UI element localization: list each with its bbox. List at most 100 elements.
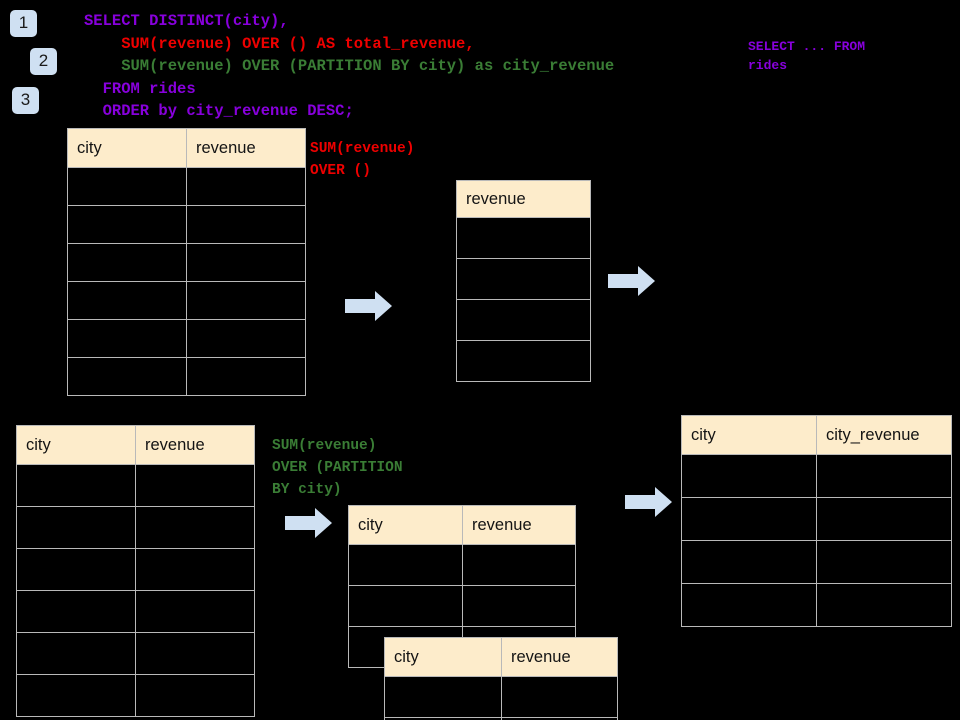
table-cell [67, 281, 187, 320]
table-cell [186, 357, 306, 396]
table-cell [501, 717, 618, 720]
result-table: city city_revenue [681, 415, 952, 627]
table-row [456, 217, 591, 259]
table-row [681, 497, 952, 541]
table-cell [16, 548, 136, 591]
column-header-revenue: revenue [456, 180, 591, 218]
table-cell [456, 217, 591, 259]
table-cell [681, 540, 817, 584]
column-header-revenue: revenue [135, 425, 255, 465]
table-header-row: city revenue [384, 637, 618, 677]
table-cell [135, 464, 255, 507]
table-row [681, 540, 952, 584]
column-header-revenue: revenue [462, 505, 576, 545]
table-cell [67, 319, 187, 358]
city-revenue-annotation-line-2: OVER (PARTITION [272, 460, 403, 476]
table-cell [67, 205, 187, 244]
table-cell [501, 676, 618, 718]
table-cell [816, 583, 952, 627]
table-cell [67, 357, 187, 396]
table-cell [456, 340, 591, 382]
sql-line-select-distinct: SELECT DISTINCT(city), [84, 12, 289, 30]
table-cell [186, 205, 306, 244]
table-cell [16, 590, 136, 633]
table-cell [681, 583, 817, 627]
table-row [456, 340, 591, 382]
table-row [67, 319, 306, 358]
table-cell [135, 548, 255, 591]
table-cell [135, 590, 255, 633]
table-row [16, 506, 255, 549]
partition-group-table-front: city revenue [384, 637, 618, 720]
table-cell [681, 454, 817, 498]
city-revenue-annotation-line-1: SUM(revenue) [272, 438, 377, 454]
rides-source-table-bottom: city revenue [16, 425, 255, 717]
table-row [16, 464, 255, 507]
table-cell [816, 540, 952, 584]
table-cell [186, 243, 306, 282]
table-cell [67, 167, 187, 206]
table-row [456, 258, 591, 300]
table-cell [16, 464, 136, 507]
table-row [67, 205, 306, 244]
table-row [348, 544, 576, 586]
arrow-rides-to-total-revenue [345, 290, 393, 322]
sql-line-city-revenue: SUM(revenue) OVER (PARTITION BY city) as… [84, 57, 615, 75]
column-header-revenue: revenue [501, 637, 618, 677]
sql-line-total-revenue: SUM(revenue) OVER () AS total_revenue, [84, 35, 475, 53]
table-cell [67, 243, 187, 282]
table-cell [462, 544, 576, 586]
table-cell [462, 585, 576, 627]
table-row [16, 590, 255, 633]
total-revenue-annotation-line-2: OVER () [310, 163, 371, 179]
sql-line-order-by: ORDER by city_revenue DESC; [84, 102, 354, 120]
table-row [16, 548, 255, 591]
column-header-city-revenue: city_revenue [816, 415, 952, 455]
sql-line-from: FROM rides [84, 80, 196, 98]
column-header-city: city [16, 425, 136, 465]
table-header-row: city revenue [67, 128, 306, 168]
table-row [67, 357, 306, 396]
table-cell [456, 299, 591, 341]
table-header-row: city revenue [16, 425, 255, 465]
table-cell [681, 497, 817, 541]
table-row [67, 243, 306, 282]
table-header-row: city revenue [348, 505, 576, 545]
rides-source-table-top: city revenue [67, 128, 306, 396]
column-header-city: city [67, 128, 187, 168]
arrow-rides-to-partition [285, 507, 333, 539]
table-row [681, 583, 952, 627]
table-cell [348, 585, 463, 627]
total-revenue-table: revenue [456, 180, 591, 382]
arrow-total-revenue-to-result [608, 265, 656, 297]
table-header-row: city city_revenue [681, 415, 952, 455]
column-header-city: city [348, 505, 463, 545]
table-row [384, 676, 618, 718]
table-row [67, 281, 306, 320]
table-cell [186, 167, 306, 206]
table-cell [348, 544, 463, 586]
table-cell [816, 497, 952, 541]
column-header-city: city [384, 637, 502, 677]
step-badge-3: 3 [12, 87, 39, 114]
column-header-revenue: revenue [186, 128, 306, 168]
table-row [456, 299, 591, 341]
arrow-partition-to-result [625, 486, 673, 518]
table-cell [384, 676, 502, 718]
table-row [67, 167, 306, 206]
table-cell [16, 506, 136, 549]
table-row [384, 717, 618, 720]
table-row [16, 674, 255, 717]
table-cell [16, 632, 136, 675]
table-cell [816, 454, 952, 498]
table-cell [186, 319, 306, 358]
table-cell [135, 674, 255, 717]
table-cell [135, 632, 255, 675]
table-cell [186, 281, 306, 320]
source-note-line-1: SELECT ... FROM [748, 39, 866, 54]
table-row [348, 585, 576, 627]
table-row [681, 454, 952, 498]
step-badge-1: 1 [10, 10, 37, 37]
step-badge-2: 2 [30, 48, 57, 75]
